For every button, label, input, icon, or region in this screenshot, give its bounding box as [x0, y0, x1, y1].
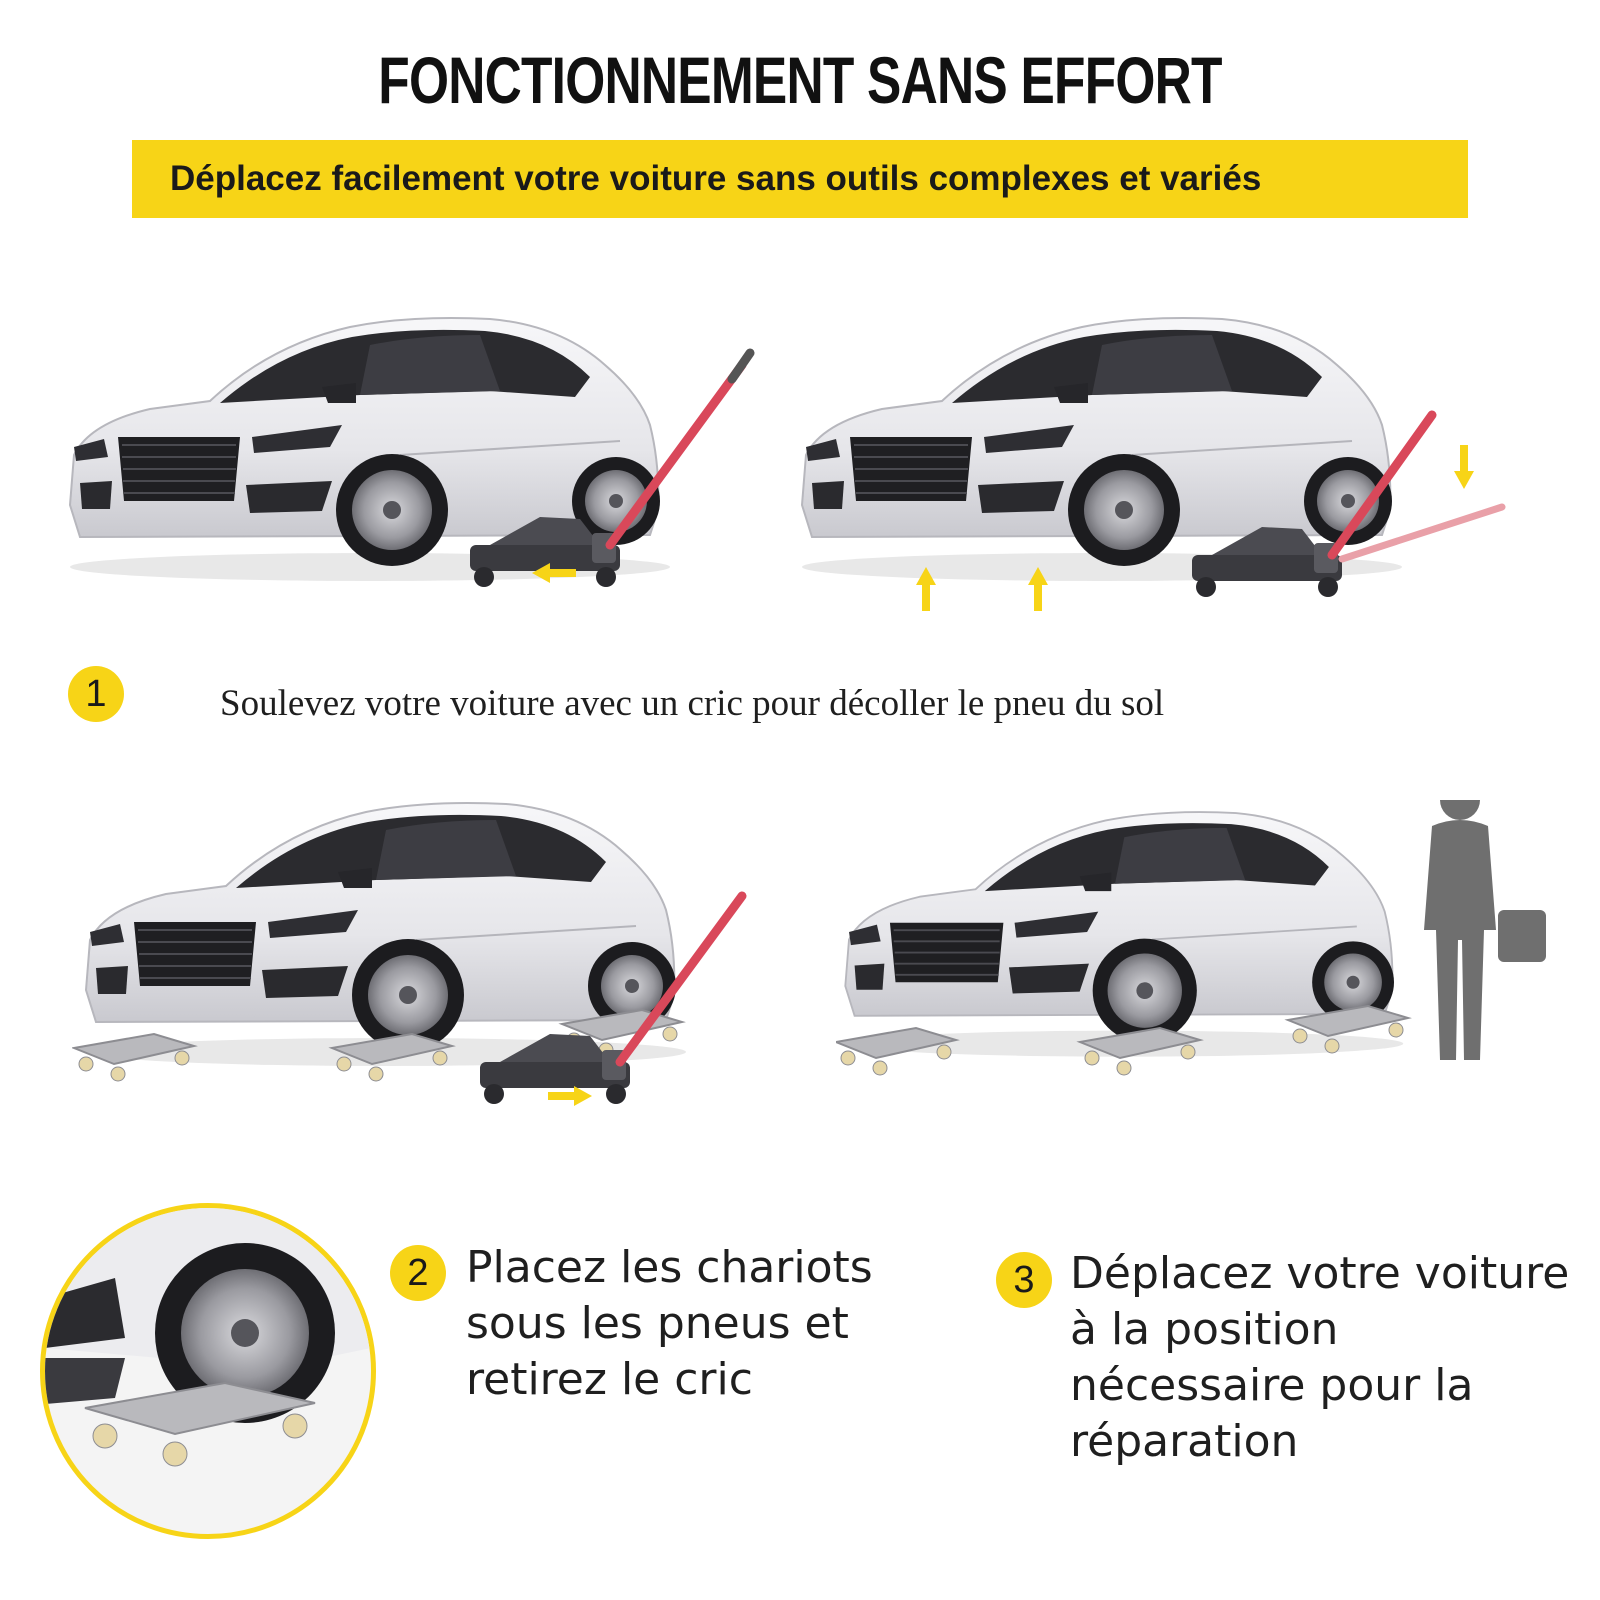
- step-2-badge: 2: [390, 1245, 446, 1301]
- step-3-line: à la position: [1070, 1304, 1339, 1355]
- step-2-text: Placez les chariots sous les pneus et re…: [466, 1240, 873, 1408]
- step-3-text: Déplacez votre voiture à la position néc…: [1070, 1246, 1569, 1470]
- step-2-line: retirez le cric: [466, 1354, 753, 1405]
- scene-car-moved: [836, 800, 1546, 1076]
- floor-jack-icon: [1192, 410, 1506, 597]
- car-illustration: [801, 317, 1403, 582]
- step-3-badge: 3: [996, 1252, 1052, 1308]
- mechanic-silhouette-icon: [1424, 800, 1546, 1060]
- scene-dollies-placed: [73, 802, 747, 1106]
- step-3-line: nécessaire pour la: [1070, 1360, 1474, 1411]
- subtitle-banner: Déplacez facilement votre voiture sans o…: [132, 140, 1468, 218]
- step-1-badge: 1: [68, 666, 124, 722]
- subtitle-text: Déplacez facilement votre voiture sans o…: [170, 159, 1262, 198]
- scene-jack-lift: [801, 317, 1506, 611]
- step-3-line: Déplacez votre voiture: [1070, 1248, 1570, 1299]
- step-2-line: sous les pneus et: [466, 1298, 849, 1349]
- page-title: FONCTIONNEMENT SANS EFFORT: [378, 43, 1222, 117]
- step-1-text: Soulevez votre voiture avec un cric pour…: [220, 683, 1165, 724]
- wheel-dolly-icon: [836, 1027, 957, 1076]
- wheel-dolly-icon: [73, 1033, 195, 1082]
- step-3-line: réparation: [1070, 1416, 1299, 1467]
- scene-jack-insert: [69, 317, 755, 587]
- step-2-line: Placez les chariots: [466, 1242, 873, 1293]
- wheel-dolly-closeup: [45, 1208, 371, 1467]
- arrow-down-icon: [1454, 445, 1474, 489]
- floor-jack-icon: [480, 891, 747, 1104]
- floor-jack-icon: [470, 348, 755, 587]
- arrow-right-icon: [548, 1086, 592, 1106]
- zoom-wheel-dolly: [40, 1203, 376, 1539]
